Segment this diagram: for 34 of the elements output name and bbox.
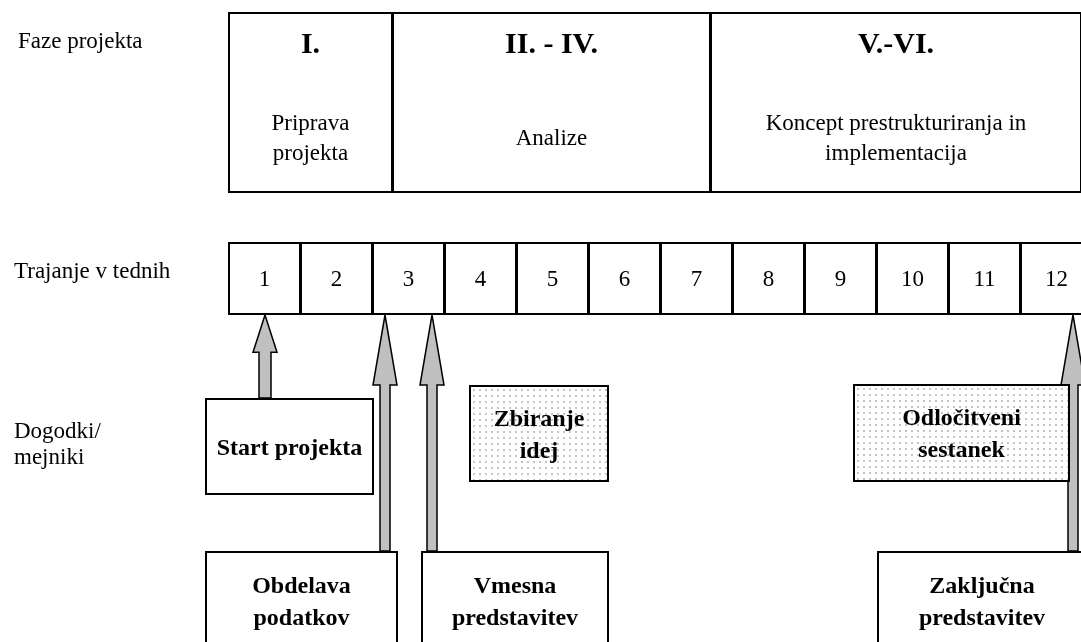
phase-description: Analize [515, 124, 588, 152]
phase-number: V.-VI. [857, 26, 935, 59]
block-arrow [251, 312, 279, 399]
phase-number: II. - IV. [505, 26, 598, 59]
phase-description: Priprava projekta [270, 109, 351, 167]
row-label: Trajanje v tednih [14, 258, 172, 284]
row-label: Dogodki/ mejniki [14, 418, 102, 470]
week-cell: 6 [588, 242, 661, 315]
event-box: Zbiranje idej [469, 385, 609, 482]
block-arrow [1060, 314, 1081, 552]
week-cell: 11 [948, 242, 1021, 315]
week-cell: 5 [516, 242, 589, 315]
week-cell: 2 [300, 242, 373, 315]
week-cell: 12 [1020, 242, 1081, 315]
milestone-box: Vmesna predstavitev [421, 551, 609, 642]
milestone-box: Start projekta [205, 398, 374, 495]
block-arrow [419, 314, 445, 552]
phase-number: I. [300, 26, 321, 59]
phase-box [710, 12, 1081, 193]
event-box: Odločitveni sestanek [853, 384, 1070, 482]
week-cell: 4 [444, 242, 517, 315]
week-cell: 3 [372, 242, 445, 315]
phase-box [392, 12, 711, 193]
week-cell: 1 [228, 242, 301, 315]
phase-box [228, 12, 393, 193]
milestone-box: Zaključna predstavitev [877, 551, 1081, 642]
block-arrow [372, 314, 398, 552]
row-label: Faze projekta [18, 28, 144, 54]
phase-description: Koncept prestrukturiranja in implementacija [764, 109, 1028, 167]
week-cell: 7 [660, 242, 733, 315]
week-cell: 9 [804, 242, 877, 315]
milestone-box: Obdelava podatkov [205, 551, 398, 642]
week-cell: 8 [732, 242, 805, 315]
week-cell: 10 [876, 242, 949, 315]
